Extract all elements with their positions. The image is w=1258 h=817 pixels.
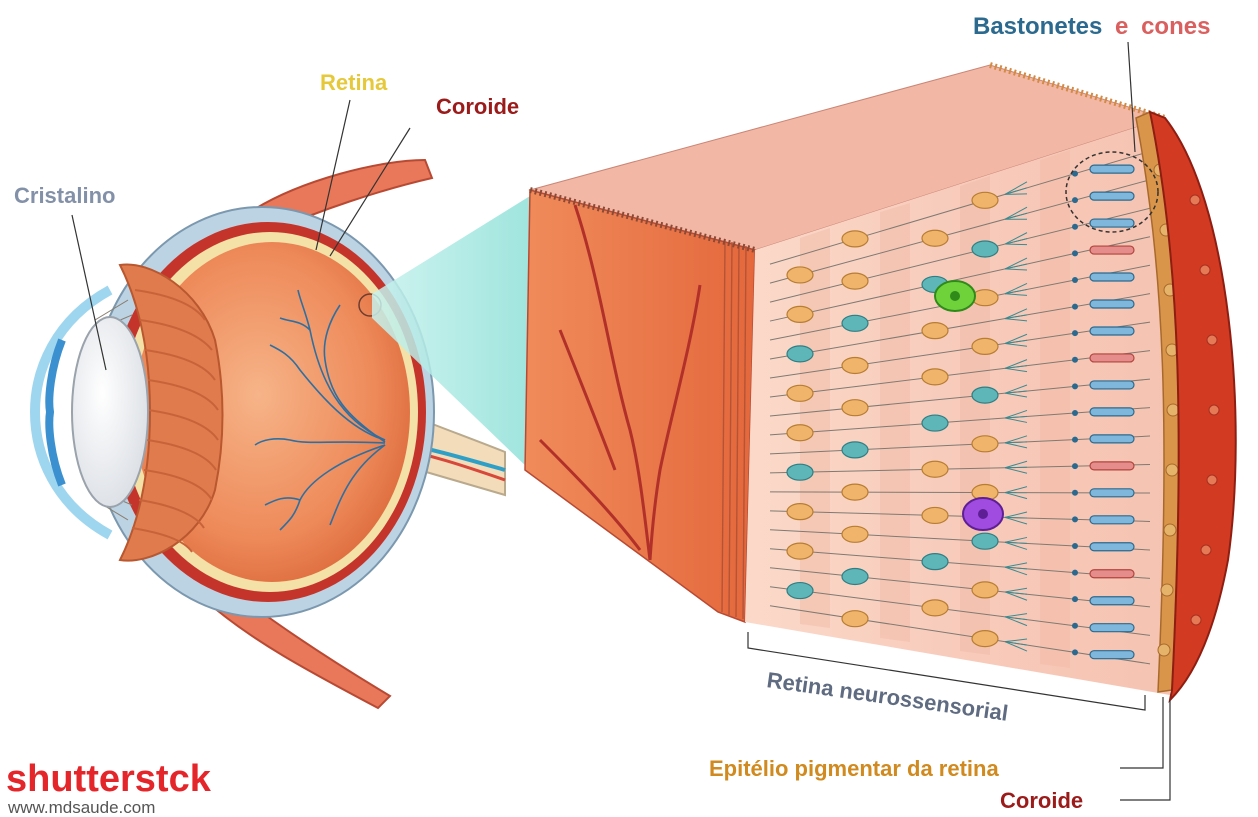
dendrite: [1005, 244, 1027, 245]
bipolar-cell: [787, 543, 813, 559]
watermark-url: www.mdsaude.com: [7, 798, 155, 817]
ganglion-cell: [972, 241, 998, 257]
ganglion-cell: [972, 387, 998, 403]
bipolar-cell: [972, 436, 998, 452]
photoreceptor-nucleus: [1072, 383, 1078, 389]
rod-cell: [1090, 300, 1134, 308]
rod-cell: [1090, 597, 1134, 605]
rod-cell: [1090, 381, 1134, 389]
photoreceptor-nucleus: [1072, 330, 1078, 336]
bipolar-cell: [787, 504, 813, 520]
ganglion-cell: [922, 415, 948, 431]
photoreceptor-nucleus: [1072, 543, 1078, 549]
bipolar-cell: [842, 231, 868, 247]
cone-cell: [1090, 246, 1134, 254]
label-cones: cones: [1141, 13, 1210, 40]
photoreceptor-nucleus: [1072, 304, 1078, 310]
rod-cell: [1090, 273, 1134, 281]
ganglion-cell: [787, 346, 813, 362]
photoreceptor-nucleus: [1072, 250, 1078, 256]
bipolar-cell: [922, 323, 948, 339]
rod-cell: [1090, 408, 1134, 416]
photoreceptor-nucleus: [1072, 437, 1078, 443]
bipolar-cell: [842, 484, 868, 500]
label-coroide-bottom: Coroide: [1000, 788, 1083, 813]
ganglion-cell: [842, 442, 868, 458]
bipolar-cell: [972, 192, 998, 208]
rod-cell: [1090, 165, 1134, 173]
photoreceptor-nucleus: [1072, 277, 1078, 283]
ganglion-cell: [922, 554, 948, 570]
bipolar-cell: [842, 526, 868, 542]
eye-cross-section: [35, 160, 505, 708]
ganglion-cell: [842, 315, 868, 331]
bipolar-cell: [922, 230, 948, 246]
photoreceptor-nucleus: [1072, 516, 1078, 522]
lens-cristalino: [72, 317, 148, 507]
bipolar-cell: [842, 358, 868, 374]
bipolar-cell: [922, 507, 948, 523]
rod-cell: [1090, 516, 1134, 524]
photoreceptor-nucleus: [1072, 224, 1078, 230]
rod-cell: [1090, 543, 1134, 551]
label-cristalino: Cristalino: [14, 183, 115, 208]
bipolar-cell: [842, 400, 868, 416]
bipolar-cell: [972, 631, 998, 647]
bipolar-cell: [842, 611, 868, 627]
label-epitelio: Epitélio pigmentar da retina: [709, 756, 999, 781]
bipolar-cell: [787, 267, 813, 283]
dendrite: [1005, 194, 1027, 195]
ganglion-cell: [787, 464, 813, 480]
rod-cell: [1090, 651, 1134, 659]
purple-nucleus: [978, 509, 988, 519]
choroid-front-face: [525, 190, 755, 622]
photoreceptor-nucleus: [1072, 623, 1078, 629]
watermark-brand-b: ck: [169, 758, 212, 800]
photoreceptor-nucleus: [1072, 357, 1078, 363]
bipolar-cell: [922, 369, 948, 385]
cone-cell: [1090, 354, 1134, 362]
cone-cell: [1090, 462, 1134, 470]
watermark-brand: shutterstck: [6, 758, 212, 800]
label-coroide-top: Coroide: [436, 94, 519, 119]
label-retina-neurossensorial: Retina neurossensorial: [765, 667, 1009, 726]
rod-cell: [1090, 327, 1134, 335]
watermark-brand-a: shutterst: [6, 758, 169, 800]
bipolar-cell: [972, 290, 998, 306]
photoreceptor-nucleus: [1072, 410, 1078, 416]
bipolar-cell: [787, 425, 813, 441]
rod-cell: [1090, 624, 1134, 632]
retina-section-block: [525, 65, 1236, 700]
bipolar-cell: [787, 385, 813, 401]
cone-cell: [1090, 570, 1134, 578]
rod-cell: [1090, 219, 1134, 227]
bipolar-cell: [842, 273, 868, 289]
iris: [49, 340, 62, 485]
photoreceptor-nucleus: [1072, 596, 1078, 602]
watermark: shutterstck www.mdsaude.com: [6, 758, 212, 817]
label-bastonetes: Bastonetes: [973, 13, 1102, 40]
photoreceptor-nucleus: [1072, 570, 1078, 576]
photoreceptor-nucleus: [1072, 649, 1078, 655]
ganglion-cell: [972, 533, 998, 549]
green-nucleus: [950, 291, 960, 301]
rod-cell: [1090, 489, 1134, 497]
photoreceptor-nucleus: [1072, 463, 1078, 469]
bipolar-cell: [972, 582, 998, 598]
photoreceptor-nucleus: [1072, 197, 1078, 203]
label-retina: Retina: [320, 70, 388, 95]
bipolar-cell: [922, 600, 948, 616]
bipolar-cell: [922, 461, 948, 477]
rod-cell: [1090, 192, 1134, 200]
ganglion-cell: [842, 569, 868, 585]
label-bastonetes-e-cones: Bastonetes e cones: [973, 13, 1210, 40]
ganglion-cell: [787, 583, 813, 599]
photoreceptor-nucleus: [1072, 490, 1078, 496]
bipolar-cell: [787, 306, 813, 322]
label-e: e: [1115, 13, 1128, 40]
rod-cell: [1090, 435, 1134, 443]
bipolar-cell: [972, 338, 998, 354]
